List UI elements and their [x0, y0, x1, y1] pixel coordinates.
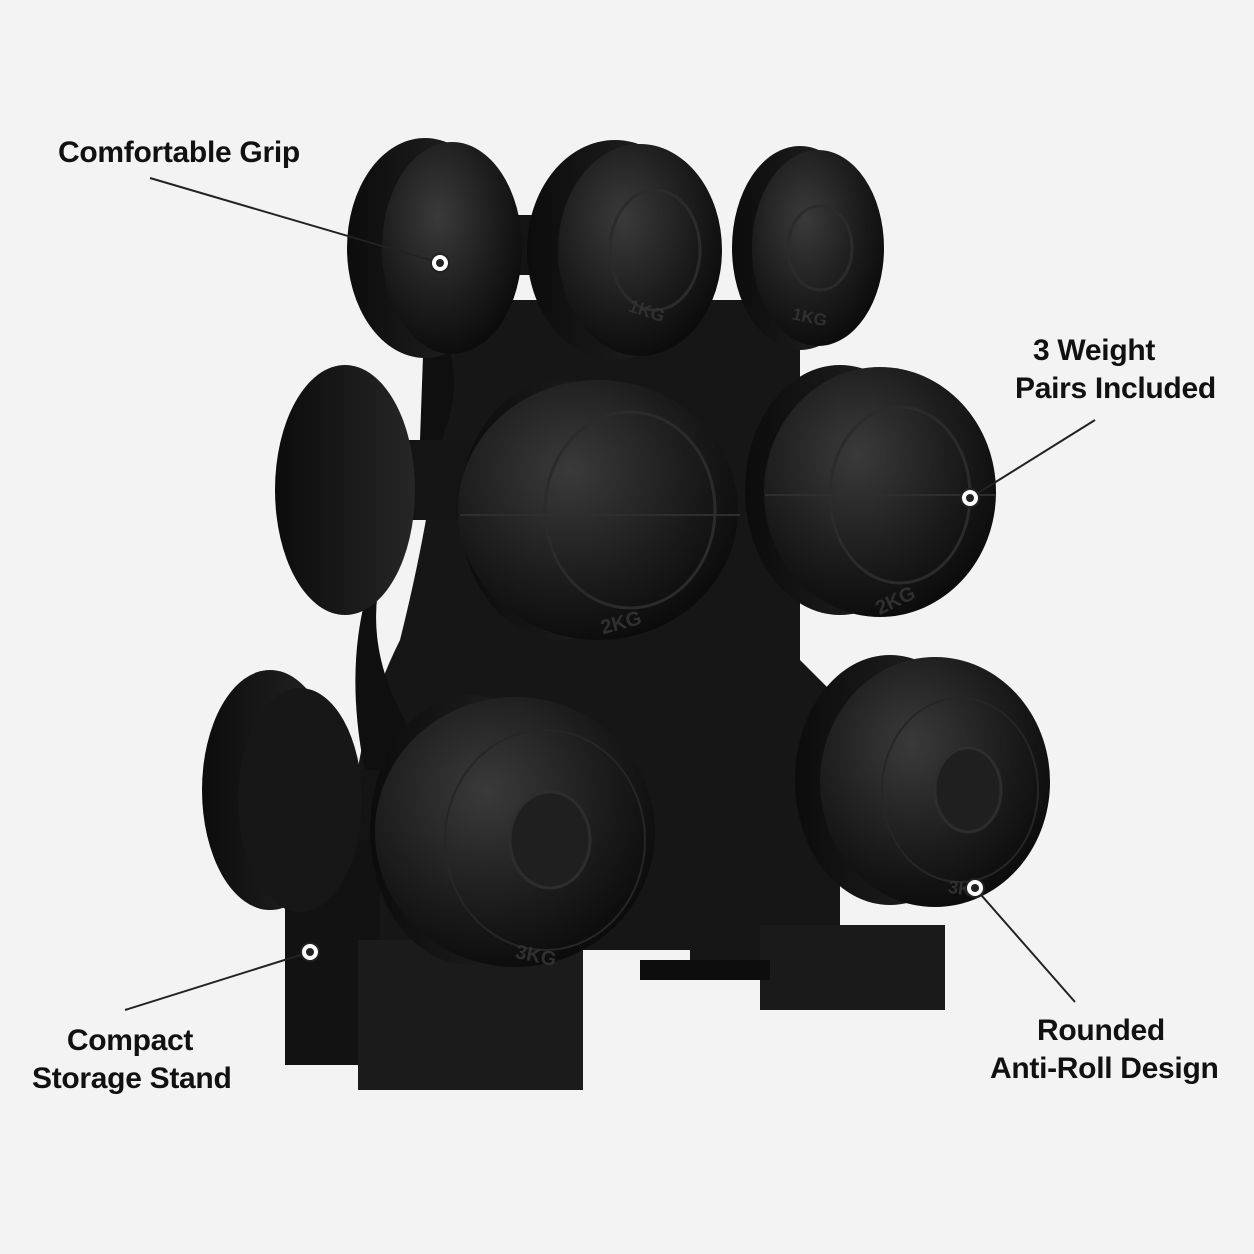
callout-roll-line1: Rounded — [1037, 1014, 1165, 1047]
callout-anti-roll: Rounded Anti-Roll Design — [990, 1012, 1219, 1088]
dumbbell-2kg-right — [745, 365, 996, 617]
callout-comfortable-grip: Comfortable Grip — [58, 134, 300, 172]
callout-stand-line2: Storage Stand — [32, 1062, 232, 1095]
callout-storage-stand: Compact Storage Stand — [32, 1022, 232, 1098]
dumbbell-2kg-left — [275, 365, 740, 640]
leader-lines — [124, 177, 1096, 1011]
rack-edge — [355, 300, 454, 830]
callout-pairs-line2: Pairs Included — [1015, 372, 1216, 405]
dumbbell-1kg-left — [347, 138, 722, 360]
callout-grip-text: Comfortable Grip — [58, 136, 300, 169]
rack-foot-back — [358, 940, 583, 1090]
callout-stand-line1: Compact — [66, 1024, 194, 1057]
dumbbell-1kg-right — [732, 146, 884, 350]
callout-weight-pairs: 3 Weight Pairs Included — [1015, 332, 1216, 408]
dumbbell-3kg-right — [795, 655, 1050, 907]
rack-foot-right — [760, 925, 945, 1010]
callout-pairs-line1: 3 Weight — [1033, 334, 1156, 367]
callout-dots — [300, 253, 985, 962]
callout-roll-line2: Anti-Roll Design — [990, 1052, 1219, 1085]
dumbbell-3kg-left — [202, 670, 655, 967]
